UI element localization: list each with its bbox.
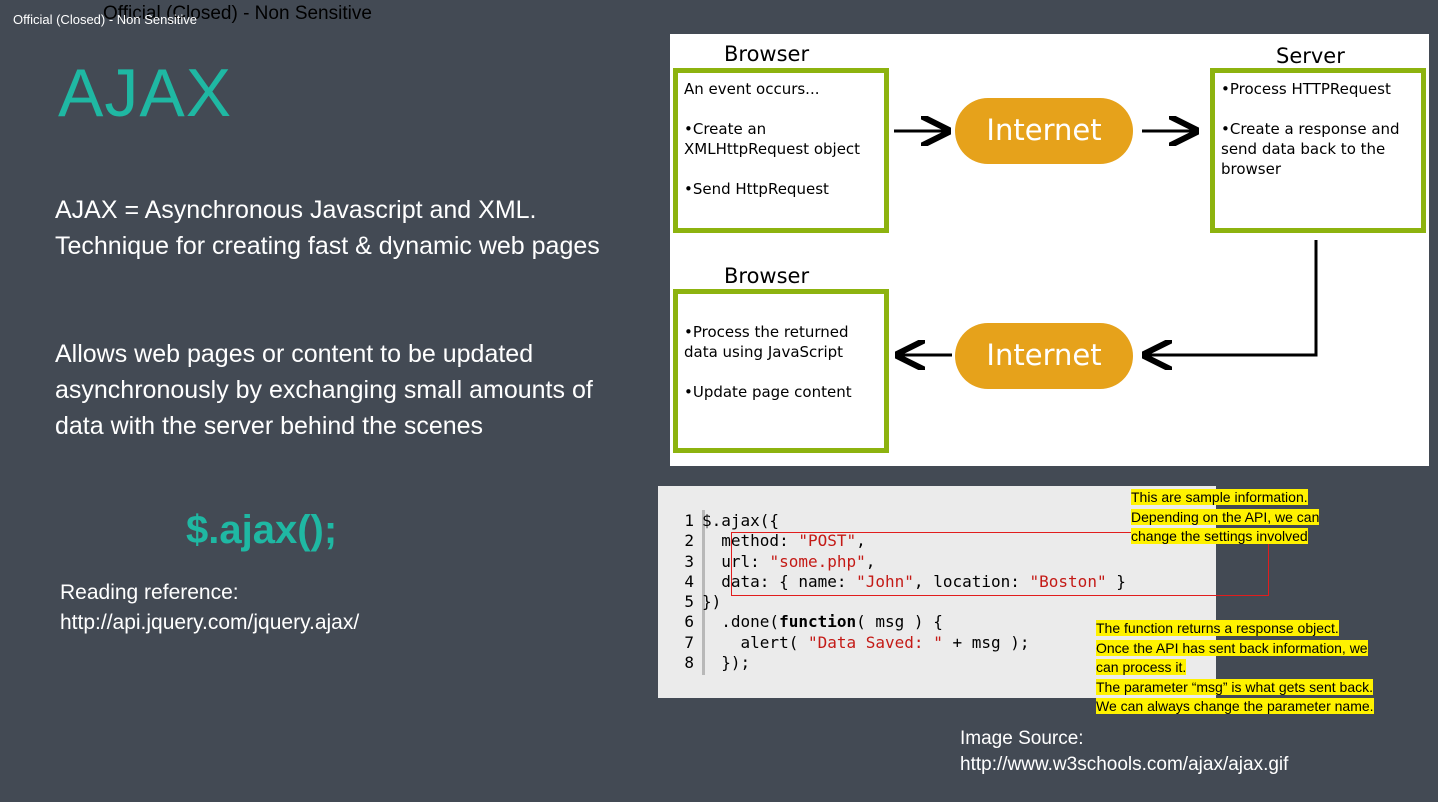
browser-top-box: An event occurs... •Create an XMLHttpReq… — [673, 68, 889, 233]
reference-label: Reading reference: — [60, 581, 239, 604]
process-request-text: •Process HTTPRequest — [1221, 80, 1391, 98]
browser-top-label: Browser — [724, 42, 810, 66]
definition-paragraph: AJAX = Asynchronous Javascript and XML. … — [55, 196, 600, 260]
code-line: 7 alert( "Data Saved: " + msg ); — [684, 632, 1030, 652]
arrow-server-to-internet-bottom — [1145, 240, 1318, 355]
reading-reference: Reading reference: http://api.jquery.com… — [60, 578, 359, 638]
code-line: 6 .done(function( msg ) { — [684, 612, 943, 632]
code-line: 3 url: "some.php", — [684, 551, 876, 571]
internet-pill-bottom: Internet — [955, 323, 1133, 389]
code-line: 5}) — [684, 592, 722, 612]
code-line: 8 }); — [684, 653, 751, 673]
code-line: 4 data: { name: "John", location: "Bosto… — [684, 571, 1126, 591]
code-lines: 1$.ajax({ 2 method: "POST", 3 url: "some… — [674, 511, 1126, 673]
create-request-text: •Create an XMLHttpRequest object — [684, 120, 861, 158]
server-box: •Process HTTPRequest •Create a response … — [1210, 68, 1426, 233]
event-text: An event occurs... — [684, 80, 820, 98]
browser-bottom-label: Browser — [724, 264, 810, 288]
classification-label-small: Official (Closed) - Non Sensitive — [13, 12, 197, 27]
create-response-text: •Create a response and send data back to… — [1221, 120, 1400, 178]
code-line: 1$.ajax({ — [684, 511, 780, 530]
image-source: Image Source: http://www.w3schools.com/a… — [960, 726, 1288, 778]
diagram-arrows — [894, 34, 1318, 466]
description-paragraph: Allows web pages or content to be update… — [55, 340, 593, 440]
internet-pill-top: Internet — [955, 98, 1133, 164]
update-content-text: •Update page content — [684, 383, 852, 401]
annotation-settings: This are sample information. Depending o… — [1131, 489, 1320, 544]
slide-title: AJAX — [58, 55, 233, 131]
annotation-response: The function returns a response object. … — [1096, 620, 1374, 714]
reference-url[interactable]: http://api.jquery.com/jquery.ajax/ — [60, 611, 360, 634]
classification-label-large: Official (Closed) - Non Sensitive — [103, 3, 372, 24]
process-data-text: •Process the returned data using JavaScr… — [684, 323, 849, 361]
code-line: 2 method: "POST", — [684, 531, 866, 551]
ajax-flow-diagram: Browser Server Browser An event occurs..… — [670, 34, 1429, 466]
server-label: Server — [1276, 44, 1345, 68]
code-gutter-divider — [702, 510, 705, 675]
image-source-url[interactable]: http://www.w3schools.com/ajax/ajax.gif — [960, 754, 1289, 775]
image-source-label: Image Source: — [960, 728, 1084, 749]
highlight-settings-box — [731, 532, 1269, 596]
browser-bottom-box: •Process the returned data using JavaScr… — [673, 289, 889, 453]
ajax-call-heading: $.ajax(); — [186, 508, 338, 552]
send-request-text: •Send HttpRequest — [684, 180, 829, 198]
